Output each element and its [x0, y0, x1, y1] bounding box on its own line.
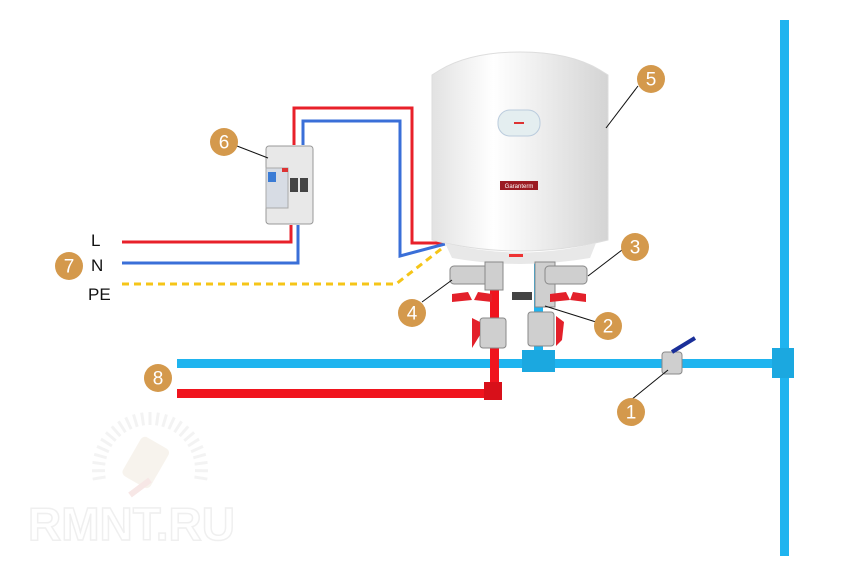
valves — [449, 261, 697, 375]
watermark-ray — [124, 416, 133, 430]
watermark-ray — [154, 412, 160, 426]
callout-5: 5 — [637, 65, 665, 93]
wire-label-pe: PE — [88, 285, 111, 304]
water-heater: Garanterm — [431, 51, 609, 264]
watermark-text: RMNT.RU — [28, 498, 235, 550]
circuit-breaker — [265, 145, 314, 225]
watermark-ray — [92, 460, 106, 466]
wiring — [122, 106, 446, 286]
watermark-ray — [183, 431, 196, 442]
watermark-ray — [93, 452, 108, 460]
wire-label-l: L — [91, 231, 100, 250]
watermark-ray — [92, 475, 106, 481]
svg-text:4: 4 — [407, 304, 418, 325]
valve-handles — [452, 292, 586, 348]
callout-1: 1 — [617, 398, 645, 426]
svg-text:8: 8 — [153, 369, 164, 390]
watermark-ray — [110, 425, 122, 438]
watermark-ray — [96, 445, 110, 454]
svg-text:7: 7 — [64, 257, 75, 278]
callout-2: 2 — [594, 312, 622, 340]
callout-4: 4 — [398, 299, 426, 327]
watermark-logo: RMNT.RU — [27, 412, 236, 551]
callout-6: 6 — [210, 128, 238, 156]
wire-label-n: N — [91, 256, 103, 275]
watermark-ray — [100, 437, 113, 448]
watermark-ray — [161, 413, 168, 428]
svg-text:3: 3 — [630, 238, 641, 259]
watermark-ray — [173, 420, 183, 434]
svg-text:2: 2 — [603, 317, 614, 338]
watermark-ray — [194, 475, 208, 481]
callout-8: 8 — [144, 364, 172, 392]
watermark-ray — [167, 416, 176, 430]
leader-lines — [236, 85, 669, 401]
watermark-ray — [117, 420, 127, 434]
callout-7: 7 — [55, 252, 83, 280]
watermark-ray — [187, 437, 200, 448]
watermark-ray — [190, 445, 204, 454]
svg-text:5: 5 — [646, 70, 657, 91]
callout-3: 3 — [621, 233, 649, 261]
watermark-ray — [132, 413, 139, 428]
watermark-ray — [140, 412, 146, 426]
watermark-ray — [194, 460, 208, 466]
watermark-ray — [192, 452, 207, 460]
svg-text:6: 6 — [219, 133, 230, 154]
watermark-ray — [178, 425, 190, 438]
heater-brand: Garanterm — [505, 184, 534, 190]
watermark-ray — [104, 431, 117, 442]
svg-text:1: 1 — [626, 403, 637, 424]
